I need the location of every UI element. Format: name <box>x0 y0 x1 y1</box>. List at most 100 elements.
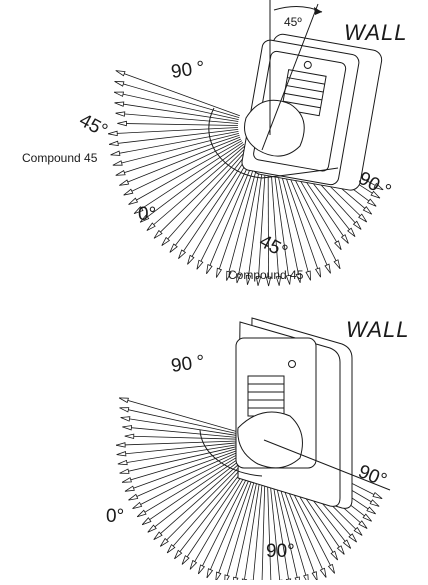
top-ray-arrowhead-14 <box>133 206 144 214</box>
top-ray-arrowhead-23 <box>206 264 213 274</box>
top-ray-arrowhead-16 <box>146 222 156 231</box>
top-ray-20 <box>178 150 252 259</box>
top-tilt-angle-label: 45º <box>284 15 302 29</box>
top-ray-30 <box>269 155 280 286</box>
top-ray-arrowhead-7 <box>108 140 119 146</box>
top-ray-arrowhead-43 <box>366 198 377 207</box>
bottom-ray-arrowhead-19 <box>174 549 183 560</box>
top-ray-arrowhead-40 <box>352 220 362 230</box>
top-ray-arrowhead-39 <box>347 227 356 237</box>
top-led-indicator <box>303 60 312 69</box>
top-tilt-axis-line <box>261 3 319 151</box>
top-diagram-compound-tilt: WALL 45º 90° 45° Compound 45 90° 0° 45° … <box>22 0 408 287</box>
top-ray-arrowhead-44 <box>370 190 381 199</box>
bottom-ray-14 <box>141 455 244 526</box>
bottom-ray-23 <box>206 465 256 579</box>
bottom-ray-arrowhead-10 <box>124 485 135 492</box>
top-ray-arrowhead-19 <box>169 243 178 253</box>
top-ray-arrowhead-8 <box>110 150 121 156</box>
bottom-ray-arrowhead-14 <box>141 517 152 526</box>
bottom-ray-18 <box>166 460 248 554</box>
bottom-ray-28 <box>252 467 264 585</box>
top-ray-24 <box>216 154 259 278</box>
top-ray-7 <box>109 129 239 145</box>
bottom-ray-arrowhead-13 <box>136 509 147 518</box>
top-ray-arrowhead-18 <box>161 236 171 246</box>
top-ray-6 <box>108 127 239 135</box>
top-ray-26 <box>236 155 263 284</box>
top-wall-label: WALL <box>344 20 408 45</box>
top-ray-19 <box>169 149 250 253</box>
bottom-ray-arrowhead-34 <box>303 574 309 585</box>
top-ray-arrowhead-21 <box>187 254 195 265</box>
top-ray-25 <box>226 154 261 281</box>
top-ray-arrowhead-37 <box>334 240 342 250</box>
top-ray-arrowhead-26 <box>236 273 242 284</box>
bottom-ray-arrowhead-43 <box>358 520 368 529</box>
bottom-ray-arrowhead-16 <box>153 531 163 540</box>
top-ray-27 <box>247 155 265 285</box>
bottom-ray-arrowhead-12 <box>132 501 143 509</box>
top-ray-arrowhead-29 <box>265 276 272 287</box>
top-angle-0: 0° <box>138 204 156 225</box>
top-ray-arrowhead-12 <box>123 188 134 196</box>
bottom-ray-17 <box>160 459 247 547</box>
top-ray-arrowhead-22 <box>196 259 204 270</box>
bottom-ray-30 <box>266 467 272 585</box>
top-ray-11 <box>119 136 241 186</box>
top-ray-arrowhead-9 <box>112 160 123 166</box>
top-ray-arrowhead-24 <box>216 267 223 278</box>
bottom-ray-arrowhead-37 <box>327 563 335 574</box>
bottom-ray-11 <box>128 450 241 501</box>
top-ray-arrowhead-31 <box>285 274 292 285</box>
top-compound-label-bottom: Compound 45 <box>228 268 304 282</box>
bottom-ray-arrowhead-21 <box>189 559 198 570</box>
bottom-ray-arrowhead-44 <box>362 513 372 522</box>
top-ray-arrowhead-28 <box>255 276 262 286</box>
bottom-ray-arrowhead-1 <box>119 407 130 413</box>
bottom-angle-90-right: 90° <box>355 461 390 491</box>
bottom-angle-0: 0° <box>106 506 124 527</box>
bottom-ray-arrowhead-2 <box>120 416 131 422</box>
bottom-ray-27 <box>243 467 263 585</box>
bottom-ray-0 <box>118 397 240 433</box>
bottom-ray-5 <box>116 440 239 446</box>
bottom-ray-arrowhead-46 <box>369 499 380 507</box>
bottom-wall-label: WALL <box>346 317 410 342</box>
top-ray-14 <box>133 142 244 214</box>
top-ray-arrowhead-45 <box>373 182 384 191</box>
top-ray-arrowhead-25 <box>226 270 232 281</box>
bottom-ray-arrowhead-25 <box>224 574 230 585</box>
top-sensor-dome <box>244 99 305 157</box>
bottom-ray-1 <box>119 407 239 435</box>
top-ray-arrowhead-36 <box>333 259 341 270</box>
bottom-ray-10 <box>124 449 240 492</box>
bottom-ray-arrowhead-3 <box>122 425 133 431</box>
top-ray-2 <box>114 91 239 120</box>
top-ray-13 <box>128 140 243 205</box>
bottom-ray-15 <box>147 456 245 533</box>
top-ray-arrowhead-30 <box>275 276 282 286</box>
top-ray-0 <box>115 70 240 117</box>
top-angle-90-left: 90° <box>170 57 206 82</box>
top-ray-arrowhead-3 <box>114 101 125 107</box>
bottom-ray-arrowhead-8 <box>119 468 130 474</box>
bottom-ray-9 <box>121 447 240 483</box>
bottom-ray-arrowhead-35 <box>311 571 318 582</box>
bottom-angle-90-bottom: 90° <box>266 541 295 562</box>
bottom-ray-22 <box>198 464 254 575</box>
bottom-ray-arrowhead-17 <box>159 537 169 547</box>
bottom-ray-arrowhead-45 <box>366 506 376 515</box>
bottom-ray-arrowhead-36 <box>319 567 327 578</box>
bottom-ray-29 <box>261 467 266 585</box>
bottom-ray-2 <box>120 417 239 437</box>
top-compound-label-left: Compound 45 <box>22 151 98 165</box>
bottom-ray-arrowhead-47 <box>372 491 383 499</box>
bottom-ray-arrowhead-20 <box>181 555 190 565</box>
bottom-fresnel-lens <box>247 375 285 417</box>
top-ray-arrowhead-10 <box>115 169 126 176</box>
top-ray-arrowhead-1 <box>114 81 125 87</box>
bottom-ray-arrowhead-9 <box>121 477 132 483</box>
top-ray-17 <box>153 146 247 239</box>
bottom-ray-21 <box>189 463 253 570</box>
